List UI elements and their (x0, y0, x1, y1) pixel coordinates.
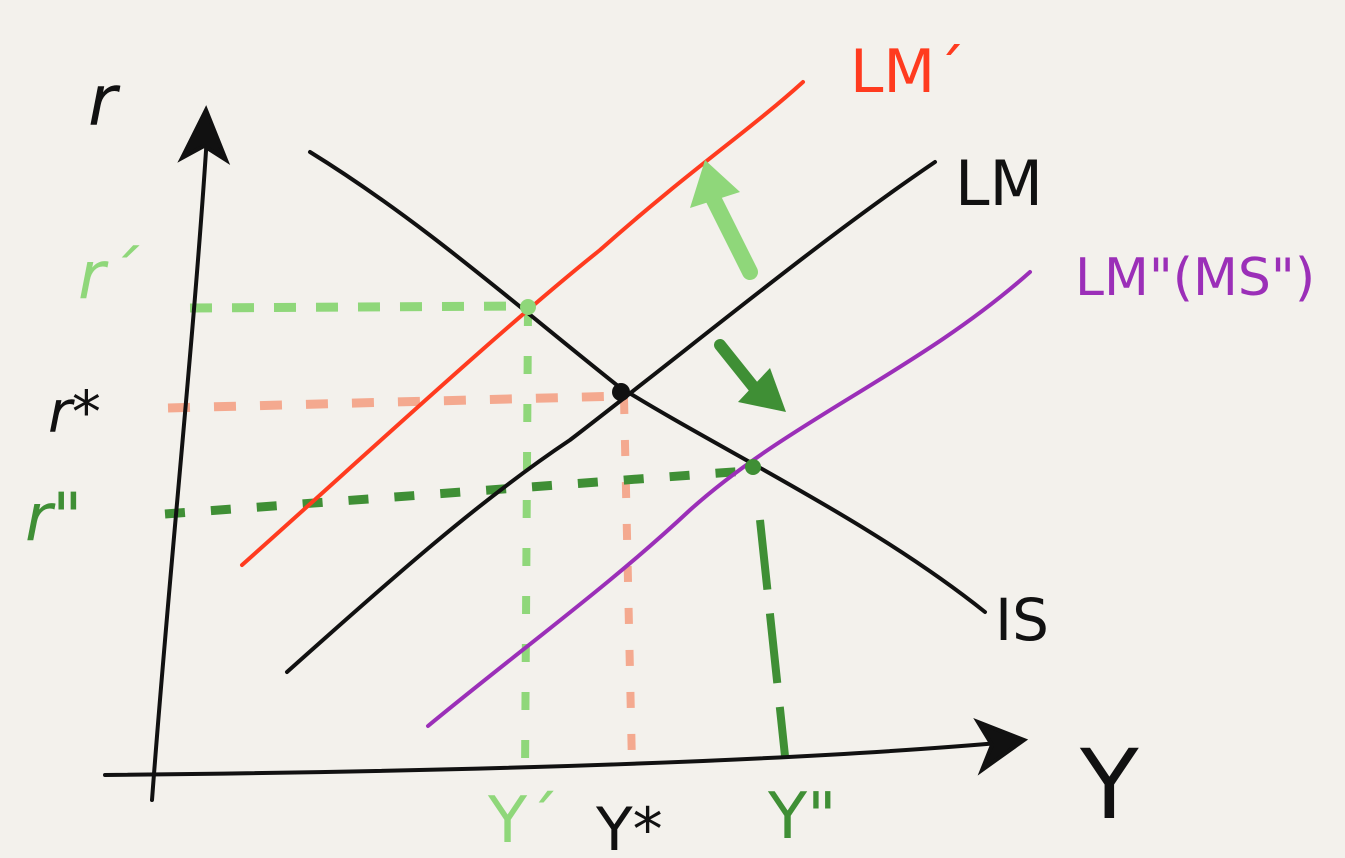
y-star-label: Y* (595, 795, 663, 858)
guide-r-star (167, 391, 623, 413)
guide-y-double-prime (756, 519, 789, 757)
axes (103, 105, 1029, 802)
point-r-prime (520, 299, 536, 315)
is-label: IS (995, 586, 1049, 654)
y-axis-arrowhead (177, 105, 231, 166)
guide-r-prime (189, 301, 529, 313)
shift-down-arrow (714, 339, 786, 412)
lm-curve (285, 160, 937, 674)
lm-shifted-down-label: LM"(MS") (1075, 248, 1315, 308)
guide-r-double-prime (164, 465, 761, 519)
guide-y-prime (521, 307, 532, 776)
lm-shifted-up-curve (240, 80, 805, 567)
lm-label: LM (955, 147, 1043, 220)
x-axis-arrowhead (973, 717, 1029, 776)
guide-y-star (620, 397, 636, 766)
r-double-prime-label: r" (25, 479, 83, 556)
equilibrium-point (612, 383, 630, 401)
lm-shifted-down-curve (426, 270, 1032, 728)
r-prime-label: r´ (78, 237, 140, 314)
y-axis-line (150, 118, 210, 802)
intersections (520, 299, 761, 475)
point-r-double-prime (745, 459, 761, 475)
r-star-label: r* (48, 378, 101, 446)
shift-arrows (690, 160, 786, 412)
labels: r Y LM´ LM LM"(MS") IS r´ r* r" Y´ Y* Y" (25, 37, 1315, 858)
y-axis-label: r (88, 60, 121, 142)
guide-lines (164, 301, 789, 776)
shift-up-arrow (690, 160, 758, 280)
x-axis-label: Y (1079, 729, 1139, 841)
lm-shifted-up-label: LM´ (850, 37, 965, 107)
x-axis-line (103, 740, 1012, 777)
y-double-prime-label: Y" (767, 780, 837, 854)
y-prime-label: Y´ (487, 784, 559, 858)
